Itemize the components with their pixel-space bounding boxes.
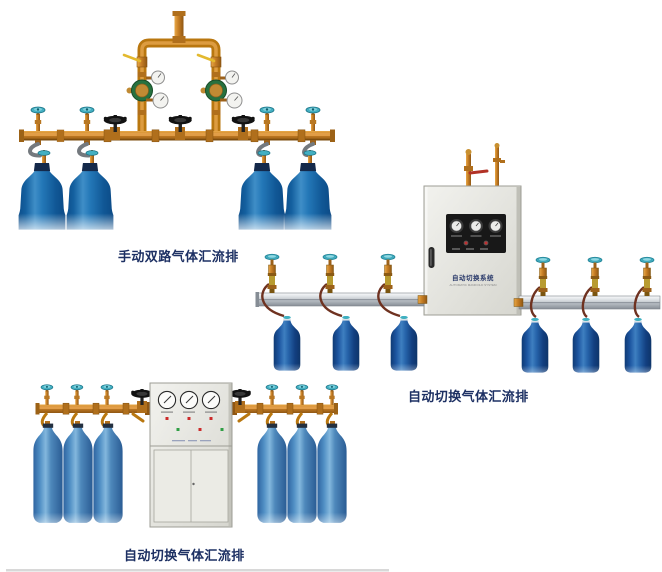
lever-valve-right [196,53,222,68]
gas-cylinder [237,163,287,235]
gas-cylinder [572,318,600,375]
shutoff-valve [30,106,46,131]
shutoff-valve [305,106,321,131]
gas-cylinder [287,423,317,525]
shutoff-valve [79,106,95,131]
cylinder-valve [303,149,317,165]
drain-fitting [131,412,145,423]
caption-auto-switch-wall-manifold: 自动切换气体汇流排 [408,389,529,404]
cabinet-doors [153,449,229,523]
gas-cylinder [63,423,93,525]
floor-cabinet [149,382,233,528]
header-pipe-right [231,402,338,415]
cropped-image-edge [6,569,389,572]
shutoff-valve [265,384,279,405]
indicator-light [176,428,180,431]
control-cabinet: 自动切换系统 AUTOMATIC MANIFOLD SYSTEM [423,143,522,316]
cabinet-sublabel: AUTOMATIC MANIFOLD SYSTEM [450,283,497,287]
auto-switch-cabinet-manifold-illustration [33,382,347,528]
indicator-knob [484,241,488,245]
pigtail-hoses [261,283,645,319]
manual-dual-manifold-illustration [17,11,335,235]
caption-auto-switch-cabinet-manifold: 自动切换气体汇流排 [124,548,245,563]
gas-cylinder [317,423,347,525]
gas-cylinder [390,316,418,373]
cabinet-gauges [157,390,221,410]
gas-cylinder [257,423,287,525]
manifold-rail-left [255,292,428,307]
shutoff-valve [70,384,84,405]
indicator-light [187,417,191,420]
handwheel-valve [231,115,255,132]
lever-valve-left [122,53,148,68]
shutoff-valve [325,384,339,405]
indicator-light [198,428,202,431]
outlet-riser-pipe [172,11,186,43]
gas-cylinder [17,163,67,235]
indicator-light [209,417,213,420]
drain-fitting [237,412,251,423]
cylinder-valve [257,149,271,165]
gas-cylinder [283,163,333,235]
gas-cylinder [624,318,652,375]
connection-hoses [28,140,316,158]
handwheel-valve [103,115,127,132]
gas-cylinder [521,318,549,375]
gas-cylinder [93,423,123,525]
handwheel-valve [168,115,192,132]
shutoff-valve [100,384,114,405]
gas-cylinder [65,163,115,235]
shutoff-valve [295,384,309,405]
cabinet-label: 自动切换系统 [452,273,494,282]
gas-cylinder [33,423,63,525]
manifold-rail-right [513,295,661,310]
indicator-light [165,417,169,420]
shutoff-valve [259,106,275,131]
caption-manual-dual-manifold: 手动双路气体汇流排 [118,249,239,264]
indicator-light [220,428,224,431]
shutoff-valve [40,384,54,405]
indicator-knob [464,241,468,245]
pressure-regulator-right [200,70,243,109]
gas-cylinder [332,316,360,373]
header-pipe-left [35,402,151,415]
auto-switch-wall-manifold-illustration: 自动切换系统 AUTOMATIC MANIFOLD SYSTEM [255,143,661,375]
pressure-regulator-left [126,70,169,109]
gas-cylinder [273,316,301,373]
